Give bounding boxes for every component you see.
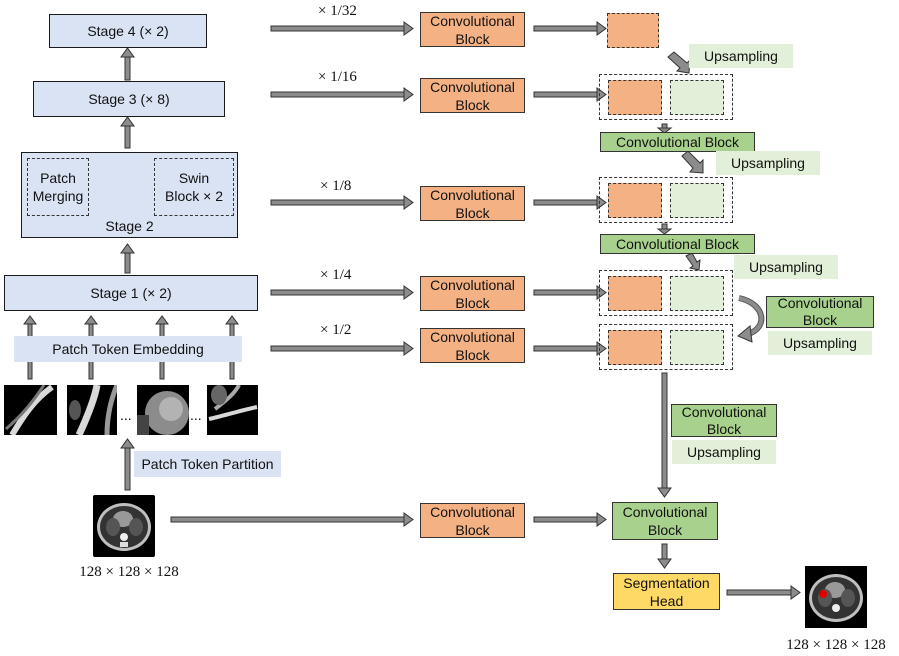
- arrow-stage2-to-stage3: [120, 116, 135, 149]
- arrow-up3: [685, 252, 701, 271]
- scale-label-1-8: × 1/8: [320, 178, 352, 194]
- upsampling-label-5: Upsampling: [672, 440, 776, 464]
- scale-label-1-4: × 1/4: [320, 267, 352, 283]
- curved-arrow: [737, 295, 765, 343]
- arrow-stage1-to-conv: [270, 285, 414, 300]
- arrow-up2: [681, 150, 704, 174]
- conv-block-1-32: Convolutional Block: [420, 12, 525, 47]
- conv-block-full: Convolutional Block: [420, 503, 525, 538]
- output-size-label: 128 × 128 × 128: [786, 637, 886, 653]
- arrow-final-down: [657, 372, 672, 498]
- concat-group-1-4: [599, 270, 733, 316]
- upsampling-label-2: Upsampling: [716, 151, 820, 175]
- conv-block-1-16: Convolutional Block: [420, 78, 525, 113]
- scale-label-1-32: × 1/32: [318, 3, 357, 19]
- patch-token-partition: Patch Token Partition: [134, 451, 281, 477]
- green-conv-block-2: Convolutional Block: [600, 234, 755, 254]
- green-conv-block-3: Convolutional Block: [766, 295, 874, 328]
- arrow-to-seghead: [657, 543, 672, 569]
- upsampling-label-3: Upsampling: [734, 255, 838, 279]
- feature-up-1-4: [670, 276, 724, 311]
- scale-label-1-16: × 1/16: [318, 69, 357, 85]
- feature-skip-1-8: [608, 183, 662, 218]
- arrow-conv6-to-final: [533, 512, 607, 527]
- arrow-down-cb1: [656, 123, 673, 134]
- concat-group-1-2: [599, 324, 733, 370]
- ct-slice-3: [137, 385, 189, 435]
- ct-slice-2: [67, 385, 117, 435]
- arrow-input-to-conv: [170, 512, 414, 527]
- green-conv-block-4: Convolutional Block: [671, 404, 777, 437]
- conv-block-1-8: Convolutional Block: [420, 186, 525, 221]
- arrow-partition-to-slices: [120, 438, 135, 491]
- scale-label-1-2: × 1/2: [320, 322, 352, 338]
- patch-token-embedding: Patch Token Embedding: [14, 336, 242, 362]
- arrow-conv1-to-feat: [533, 21, 607, 36]
- stage4-box: Stage 4 (× 2): [49, 14, 207, 48]
- green-conv-block-final: Convolutional Block: [612, 502, 718, 540]
- arrow-conv5-to-feat: [533, 341, 607, 356]
- upsampling-label-1: Upsampling: [689, 44, 793, 68]
- arrow-conv3-to-feat: [533, 195, 607, 210]
- conv-block-1-4: Convolutional Block: [420, 276, 525, 311]
- green-conv-block-1: Convolutional Block: [600, 132, 755, 152]
- arrow-embed-to-conv: [270, 341, 414, 356]
- arrow-conv2-to-feat: [533, 87, 607, 102]
- patch-merging-box: Patch Merging: [27, 158, 89, 216]
- feature-up-1-8: [670, 183, 724, 218]
- arrow-stage4-to-conv: [270, 21, 414, 36]
- stage3-box: Stage 3 (× 8): [33, 81, 225, 117]
- upsampling-label-4: Upsampling: [768, 331, 872, 355]
- arrow-stage3-to-stage4: [120, 47, 135, 81]
- segmentation-head: Segmentation Head: [613, 573, 720, 610]
- arrow-stage3-to-conv: [270, 87, 414, 102]
- swin-block-box: Swin Block × 2: [154, 158, 234, 216]
- stage1-box: Stage 1 (× 2): [4, 275, 258, 311]
- feature-up-1-2: [670, 330, 724, 365]
- ellipsis-2: ...: [190, 407, 202, 423]
- arrow-conv4-to-feat: [533, 285, 607, 300]
- ct-slice-1: [4, 385, 57, 435]
- arrow-seghead-to-output: [726, 585, 801, 600]
- feature-skip-1-2: [608, 330, 662, 365]
- output-ct-image: [805, 566, 867, 628]
- concat-group-1-8: [599, 177, 733, 223]
- feature-skip-1-4: [608, 276, 662, 311]
- arrow-stage1-to-stage2: [120, 243, 135, 274]
- feature-up-1-16: [670, 80, 724, 115]
- conv-block-1-2: Convolutional Block: [420, 328, 525, 363]
- feature-skip-1-16: [608, 80, 662, 115]
- input-ct-image: [93, 495, 155, 557]
- ct-slice-4: [207, 385, 258, 435]
- concat-group-1-16: [599, 74, 733, 120]
- feature-map-1-32: [607, 13, 659, 48]
- ellipsis-1: ...: [120, 407, 132, 423]
- arrow-up1: [667, 51, 691, 74]
- stage2-label: Stage 2: [105, 218, 154, 234]
- stage2-box: Patch Merging Swin Block × 2 Stage 2: [21, 152, 238, 238]
- arrow-down-cb2: [656, 223, 673, 235]
- input-size-label: 128 × 128 × 128: [79, 564, 179, 580]
- arrow-stage2-to-conv: [270, 195, 414, 210]
